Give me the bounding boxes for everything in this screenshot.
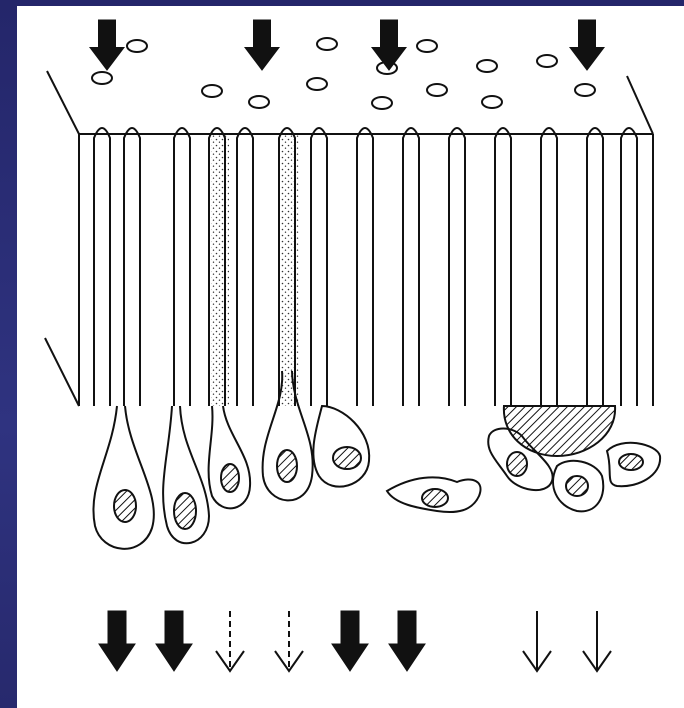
basal-cell — [313, 406, 369, 487]
cell-column — [174, 128, 190, 406]
nucleus — [422, 489, 448, 507]
particle — [202, 85, 222, 97]
cell-columns — [94, 128, 637, 406]
surface-particles — [92, 38, 595, 109]
epithelium-diagram — [17, 6, 684, 708]
nucleus — [507, 452, 527, 476]
cell-column — [237, 128, 253, 406]
surface-outline — [45, 71, 653, 406]
dotted-column — [281, 134, 299, 406]
particle — [537, 55, 557, 67]
particle — [127, 40, 147, 52]
bottom-arrow-row — [99, 611, 611, 671]
cell-column — [311, 128, 327, 406]
cell-column — [403, 128, 419, 406]
cell-column — [357, 128, 373, 406]
nucleus — [114, 490, 136, 522]
diagram-panel — [17, 6, 684, 708]
hatched-region — [504, 406, 615, 456]
solid-arrow — [90, 20, 124, 70]
solid-arrow — [99, 611, 135, 671]
basal-cells — [93, 371, 660, 549]
cell-column — [449, 128, 465, 406]
particle — [477, 60, 497, 72]
particle — [575, 84, 595, 96]
nucleus — [174, 493, 196, 529]
particle — [372, 97, 392, 109]
particle — [92, 72, 112, 84]
solid-arrow — [372, 20, 406, 70]
solid-arrow — [570, 20, 604, 70]
cell-column — [541, 128, 557, 406]
nucleus — [277, 450, 297, 482]
cell-column — [94, 128, 110, 406]
dotted-column — [211, 134, 229, 406]
nucleus — [566, 476, 588, 496]
basal-cell — [93, 406, 153, 549]
top-arrow-row — [90, 20, 604, 70]
nucleus — [619, 454, 643, 470]
solid-arrow — [245, 20, 279, 70]
cell-column — [587, 128, 603, 406]
basal-cell — [209, 406, 251, 508]
solid-arrow — [332, 611, 368, 671]
cell-column — [495, 128, 511, 406]
solid-arrow — [156, 611, 192, 671]
particle — [482, 96, 502, 108]
cell-column — [621, 128, 637, 406]
particle — [307, 78, 327, 90]
solid-arrow — [389, 611, 425, 671]
nucleus — [221, 464, 239, 492]
particle — [317, 38, 337, 50]
particle — [249, 96, 269, 108]
particle — [417, 40, 437, 52]
particle — [427, 84, 447, 96]
cell-column — [124, 128, 140, 406]
nucleus — [333, 447, 361, 469]
